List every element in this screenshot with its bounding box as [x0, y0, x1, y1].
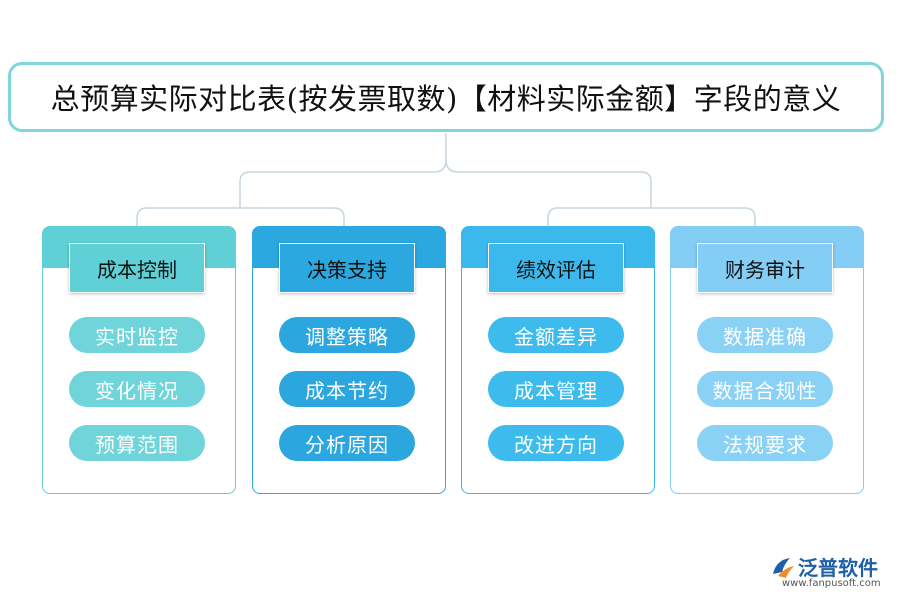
- card-item-pill: 预算范围: [69, 425, 205, 461]
- card-item-pill: 成本管理: [488, 371, 624, 407]
- category-card-4: 财务审计数据准确数据合规性法规要求: [669, 225, 864, 494]
- card-header: 财务审计: [697, 243, 833, 293]
- card-item-pill: 改进方向: [488, 425, 624, 461]
- category-card-2: 决策支持调整策略成本节约分析原因: [251, 225, 446, 494]
- card-item-pill: 数据合规性: [697, 371, 833, 407]
- card-item-pill: 变化情况: [69, 371, 205, 407]
- connector-left-branch: [136, 207, 345, 226]
- logo-url: www.fanpusoft.com: [782, 578, 881, 589]
- connector-root-right: [445, 159, 652, 208]
- category-card-3: 绩效评估金额差异成本管理改进方向: [460, 225, 655, 494]
- category-card-1: 成本控制实时监控变化情况预算范围: [41, 225, 236, 494]
- card-item-pill: 分析原因: [279, 425, 415, 461]
- card-item-pill: 法规要求: [697, 425, 833, 461]
- brand-logo: 泛普软件 www.fanpusoft.com: [770, 552, 896, 596]
- logo-name: 泛普软件: [798, 556, 878, 580]
- diagram-title: 总预算实际对比表(按发票取数)【材料实际金额】字段的意义: [50, 82, 842, 116]
- connector-right-branch: [547, 207, 756, 226]
- card-item-pill: 调整策略: [279, 317, 415, 353]
- card-item-pill: 成本节约: [279, 371, 415, 407]
- card-header: 成本控制: [69, 243, 205, 293]
- connector-root: [239, 133, 447, 208]
- card-header: 绩效评估: [488, 243, 624, 293]
- card-item-pill: 金额差异: [488, 317, 624, 353]
- logo-mark-icon: [773, 558, 794, 578]
- card-item-pill: 实时监控: [69, 317, 205, 353]
- card-item-pill: 数据准确: [697, 317, 833, 353]
- title-box: 总预算实际对比表(按发票取数)【材料实际金额】字段的意义: [8, 62, 884, 132]
- card-header: 决策支持: [279, 243, 415, 293]
